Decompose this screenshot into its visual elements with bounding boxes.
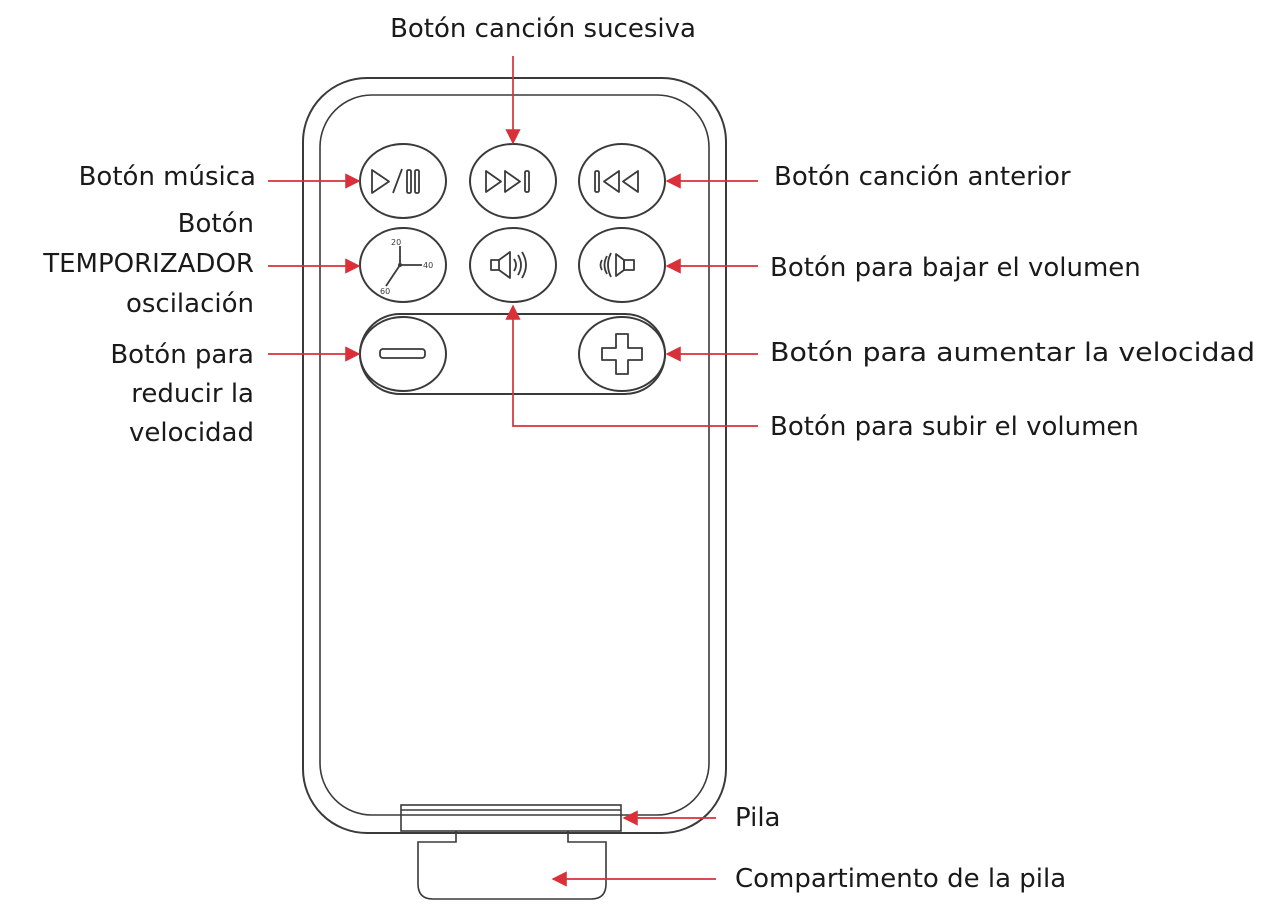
next-track-icon: [485, 170, 530, 193]
label-volume-down: Botón para bajar el volumen: [770, 253, 1141, 283]
label-previous-song: Botón canción anterior: [774, 162, 1071, 192]
clock-icon: 20 40 60: [380, 238, 433, 296]
volume-down-button[interactable]: [578, 227, 666, 303]
music-button[interactable]: [359, 143, 447, 219]
previous-song-button[interactable]: [578, 143, 666, 219]
label-timer-line-3: oscilación: [126, 289, 254, 319]
label-timer-line-1: Botón: [178, 209, 254, 239]
previous-track-icon: [594, 170, 639, 193]
label-battery: Pila: [735, 803, 781, 833]
volume-up-button[interactable]: [469, 227, 557, 303]
label-battery-compartment: Compartimento de la pila: [735, 864, 1066, 894]
battery-slot: [400, 804, 622, 832]
remote-body: [302, 77, 727, 834]
timer-button[interactable]: 20 40 60: [359, 227, 447, 303]
callout-lines: [268, 56, 758, 887]
labels: Botón canción sucesiva Botón música Botó…: [42, 14, 1255, 894]
plus-icon: [601, 333, 643, 375]
label-speed-down-line-2: reducir la: [131, 379, 254, 409]
minus-icon: [379, 348, 426, 359]
label-speed-up: Botón para aumentar la velocidad: [770, 338, 1255, 368]
label-music: Botón música: [79, 162, 256, 192]
clock-number-right: 40: [423, 261, 433, 270]
speaker-loud-icon: [490, 251, 527, 279]
battery-compartment: [417, 831, 607, 900]
speed-down-button[interactable]: [359, 316, 447, 392]
clock-number-bottom: 60: [380, 287, 390, 296]
play-pause-icon: [371, 168, 420, 194]
label-speed-down-line-1: Botón para: [110, 340, 254, 370]
speaker-quiet-icon: [599, 252, 635, 278]
clock-number-top: 20: [391, 238, 401, 247]
label-next-song: Botón canción sucesiva: [390, 14, 696, 44]
label-volume-up: Botón para subir el volumen: [770, 412, 1139, 442]
next-song-button[interactable]: [469, 143, 557, 219]
callout-volume-up: [505, 304, 758, 427]
label-timer-line-2: TEMPORIZADOR: [42, 249, 254, 279]
label-speed-down-line-3: velocidad: [129, 418, 254, 448]
speed-up-button[interactable]: [578, 316, 666, 392]
